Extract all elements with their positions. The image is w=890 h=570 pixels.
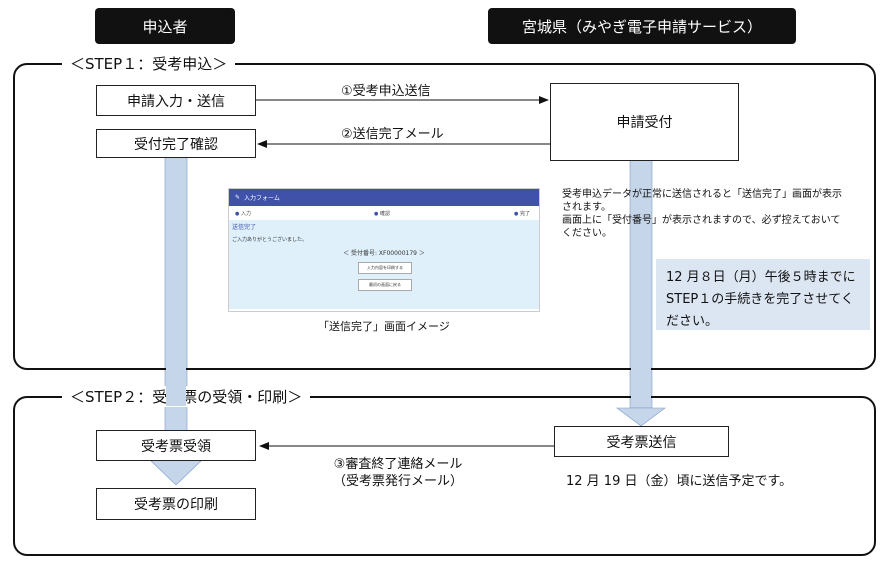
ticket-receive-box: 受考票受領 (96, 430, 256, 461)
arrow-submit-label: ①受考申込送信 (341, 84, 431, 99)
step2-panel (13, 396, 876, 556)
review-mail-line2: （受考票発行メール） (333, 474, 464, 489)
screenshot-body: 送信完了 ご入力ありがとうございました。 ＜ 受付番号: XF00000179 … (229, 220, 539, 309)
ticket-print-box: 受考票の印刷 (96, 488, 256, 520)
input-send-label: 申請入力・送信 (127, 93, 225, 110)
screenshot-step-input: ● 入力 (235, 211, 251, 217)
edit-icon: ✎ (235, 194, 241, 201)
screenshot-back-button[interactable]: 最初の画面に戻る (358, 279, 412, 291)
input-send-box: 申請入力・送信 (96, 85, 256, 116)
deadline-line2: STEP１の手続きを完了させてく (666, 292, 854, 307)
application-receipt-box: 申請受付 (550, 83, 739, 161)
completion-screenshot: ✎ 入力フォーム ● 入力 ● 確認 ● 完了 送信完了 ご入力ありがとうござい… (228, 188, 540, 312)
screenshot-form-title: 入力フォーム (244, 195, 280, 202)
step1-label: ＜STEP１：受考申込＞ (62, 53, 236, 74)
ticket-print-label: 受考票の印刷 (134, 497, 218, 513)
application-receipt-label: 申請受付 (616, 115, 673, 131)
deadline-note: 12 月８日（月）午後５時までに STEP１の手続きを完了させてく ださい。 (656, 259, 870, 330)
prefecture-header-label: 宮城県（みやぎ電子申請サービス） (521, 17, 762, 36)
receipt-desc-line1: 受考申込データが正常に送信されると「送信完了」画面が表示 (562, 189, 842, 200)
screenshot-receipt-number: ＜ 受付番号: XF00000179 ＞ (343, 250, 425, 257)
review-mail-label: ③審査終了連絡メール （受考票発行メール） (333, 456, 463, 490)
deadline-line1: 12 月８日（月）午後５時までに (666, 270, 856, 285)
step1-panel (13, 63, 876, 370)
screenshot-section: 送信完了 (232, 224, 257, 231)
receipt-confirm-label: 受付完了確認 (134, 136, 218, 153)
receipt-confirm-box: 受付完了確認 (96, 129, 256, 158)
applicant-header: 申込者 (95, 8, 235, 44)
send-schedule-text: 12 月 19 日（金）頃に送信予定です。 (566, 474, 793, 489)
step2-label: ＜STEP２：受考票の受領・印刷＞ (62, 386, 311, 407)
screenshot-caption: 「送信完了」画面イメージ (318, 320, 450, 333)
prefecture-flow-arrowhead (616, 407, 666, 427)
receipt-description: 受考申込データが正常に送信されると「送信完了」画面が表示 されます。 画面上に「… (562, 188, 842, 240)
screenshot-step-confirm: ● 確認 (374, 211, 390, 217)
ticket-receive-label: 受考票受領 (141, 438, 211, 455)
ticket-send-label: 受考票送信 (606, 434, 677, 451)
screenshot-print-button[interactable]: 入力内容を印刷する (358, 262, 412, 274)
applicant-header-label: 申込者 (142, 17, 188, 36)
receipt-desc-line4: ください。 (562, 228, 612, 239)
screenshot-thanks: ご入力ありがとうございました。 (232, 237, 308, 243)
arrow-mail-label: ②送信完了メール (341, 127, 444, 142)
review-mail-line1: ③審査終了連絡メール (333, 457, 463, 472)
screenshot-step-done: ● 完了 (514, 211, 530, 217)
receipt-desc-line2: されます。 (562, 202, 611, 213)
prefecture-header: 宮城県（みやぎ電子申請サービス） (488, 8, 796, 44)
screenshot-header: ✎ 入力フォーム (229, 189, 539, 206)
screenshot-steps: ● 入力 ● 確認 ● 完了 (229, 206, 539, 220)
ticket-send-box: 受考票送信 (554, 426, 729, 457)
receipt-desc-line3: 画面上に「受付番号」が表示されますので、必ず控えておいて (562, 215, 841, 226)
deadline-line3: ださい。 (666, 314, 719, 329)
